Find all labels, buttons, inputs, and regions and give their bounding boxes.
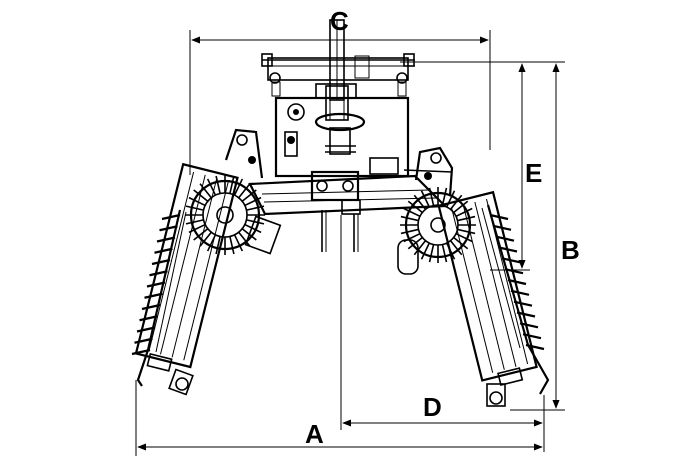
tine bbox=[457, 215, 476, 222]
right-rotor-arm bbox=[437, 190, 538, 387]
tine bbox=[139, 315, 158, 322]
right-tine-bar bbox=[481, 204, 550, 395]
tine bbox=[501, 257, 521, 264]
dimension-d-label: D bbox=[423, 392, 442, 422]
right-tines bbox=[489, 213, 545, 351]
tine bbox=[188, 223, 206, 234]
tine bbox=[206, 178, 217, 196]
tine bbox=[136, 326, 156, 333]
tine bbox=[233, 234, 244, 252]
tine bbox=[193, 228, 209, 241]
tine bbox=[244, 223, 262, 234]
tine bbox=[188, 196, 206, 207]
tine bbox=[238, 183, 251, 199]
dimension-lines bbox=[135, 30, 565, 456]
tine bbox=[445, 242, 456, 260]
tine bbox=[159, 225, 178, 232]
tine bbox=[441, 244, 448, 263]
tine bbox=[507, 278, 527, 286]
tine bbox=[238, 231, 251, 247]
tine bbox=[199, 231, 212, 247]
tine bbox=[156, 236, 176, 243]
tine bbox=[445, 190, 456, 208]
tine bbox=[146, 281, 166, 288]
tine bbox=[141, 303, 161, 311]
tine bbox=[185, 219, 204, 225]
tine bbox=[407, 200, 423, 214]
left-upper-bracket bbox=[224, 128, 264, 179]
carrier-beam bbox=[248, 170, 448, 252]
tine bbox=[241, 189, 257, 202]
tine bbox=[403, 207, 421, 218]
tine bbox=[229, 175, 235, 194]
tine bbox=[519, 322, 539, 329]
tine bbox=[215, 236, 221, 255]
tine bbox=[144, 292, 163, 299]
tine bbox=[453, 236, 469, 250]
tine bbox=[244, 196, 262, 207]
tine bbox=[161, 213, 181, 221]
tine bbox=[455, 207, 473, 218]
tine bbox=[246, 205, 265, 211]
right-gear-hub bbox=[397, 187, 476, 275]
left-rotor-arm bbox=[134, 162, 239, 372]
dimension-e-label: E bbox=[525, 158, 542, 188]
left-gear-hub bbox=[185, 175, 282, 255]
left-tine-bar bbox=[136, 209, 187, 387]
tine bbox=[489, 213, 509, 221]
tine bbox=[246, 219, 265, 225]
tine bbox=[498, 246, 518, 253]
tine bbox=[495, 235, 515, 242]
tine bbox=[449, 240, 463, 256]
tine bbox=[510, 289, 530, 296]
tine bbox=[151, 258, 171, 266]
tine bbox=[522, 333, 542, 340]
tine bbox=[428, 187, 435, 206]
dimension-b-label: B bbox=[561, 235, 580, 265]
tine bbox=[215, 175, 221, 194]
tine bbox=[154, 247, 173, 254]
right-upper-bracket bbox=[403, 146, 454, 197]
dimension-c-label: C bbox=[330, 6, 349, 36]
tine bbox=[229, 236, 235, 255]
tine bbox=[413, 240, 427, 256]
tine bbox=[457, 228, 476, 235]
tine bbox=[149, 270, 168, 277]
tine bbox=[455, 232, 473, 243]
tine bbox=[199, 183, 212, 199]
tine bbox=[193, 189, 209, 202]
tine bbox=[492, 224, 512, 231]
tine bbox=[400, 228, 419, 235]
tine bbox=[441, 187, 448, 206]
tine bbox=[134, 337, 153, 344]
main-housing bbox=[274, 85, 410, 178]
tine bbox=[428, 244, 435, 263]
tine bbox=[185, 205, 204, 211]
tine bbox=[513, 300, 533, 307]
tine bbox=[420, 242, 431, 260]
tine bbox=[131, 348, 151, 356]
right-nozzle bbox=[486, 383, 506, 407]
machine-drawing bbox=[131, 19, 550, 407]
tine bbox=[400, 215, 419, 222]
tine bbox=[449, 194, 463, 210]
left-tines bbox=[131, 213, 181, 356]
tine bbox=[516, 311, 536, 318]
tine bbox=[413, 194, 427, 210]
dimension-labels: C E B D A bbox=[305, 6, 580, 449]
tine bbox=[525, 343, 545, 351]
tine bbox=[206, 234, 217, 252]
tine bbox=[453, 200, 469, 214]
left-nozzle bbox=[168, 368, 194, 396]
tine bbox=[420, 190, 431, 208]
tine bbox=[233, 178, 244, 196]
dimension-a-label: A bbox=[305, 419, 324, 449]
